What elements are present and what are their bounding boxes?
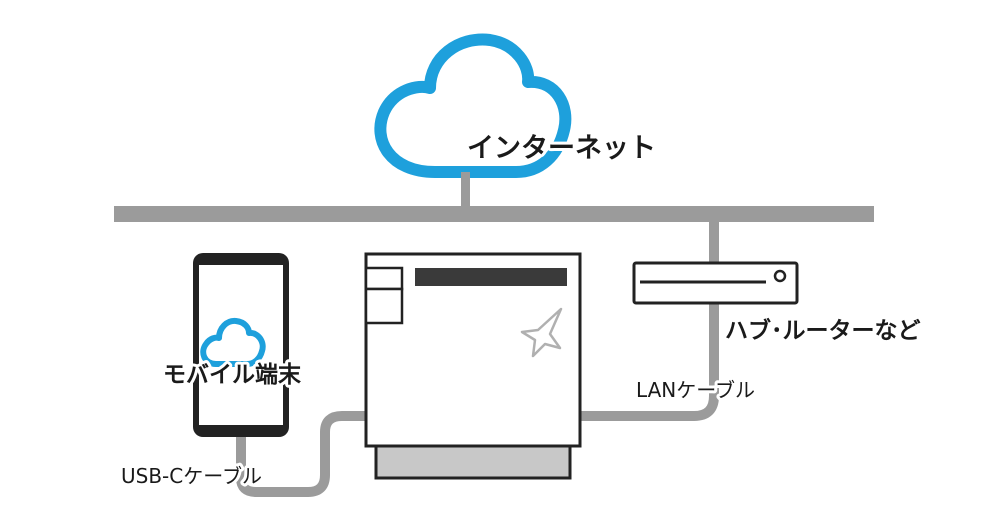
printer-panel-top — [364, 266, 404, 291]
printer-base — [374, 443, 572, 480]
router-drop-line — [709, 222, 719, 264]
lan-cable-label: LANケーブル — [636, 378, 755, 402]
internet-cloud-icon — [374, 33, 572, 178]
printer-paper-slot — [415, 268, 567, 286]
phone-cloud-icon — [200, 317, 266, 367]
router-icon — [632, 261, 799, 305]
usb-cable-label: USB-Cケーブル — [121, 464, 262, 488]
cloud-connector-line — [461, 172, 470, 208]
printer-panel-bottom — [364, 287, 404, 325]
internet-label: インターネット — [467, 133, 656, 164]
usb-cable — [236, 411, 366, 497]
lan-cable — [580, 303, 719, 421]
star-logo-icon — [520, 307, 563, 358]
mobile-label: モバイル端末 — [163, 362, 302, 388]
printer-icon — [364, 252, 582, 480]
router-led-icon — [773, 269, 787, 283]
router-label: ハブ･ルーターなど — [725, 317, 921, 344]
network-backbone — [114, 206, 874, 222]
